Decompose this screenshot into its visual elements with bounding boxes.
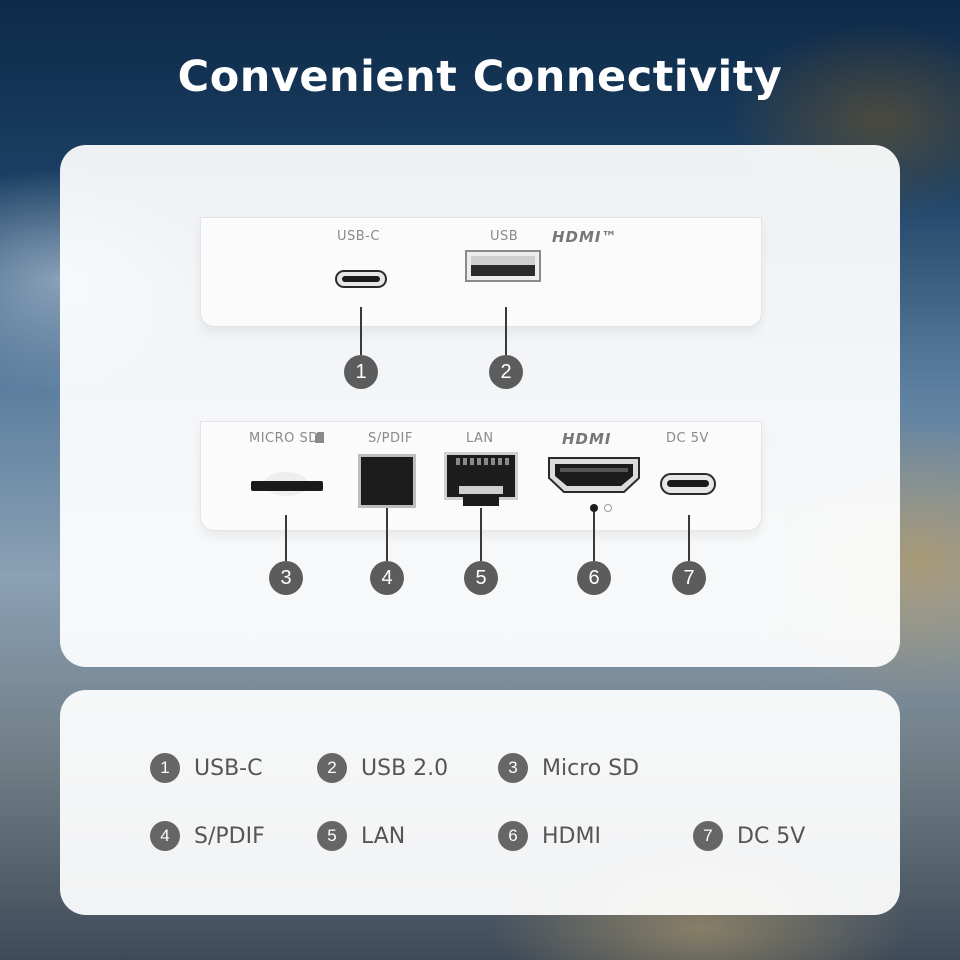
ir-sensor-dot	[604, 504, 612, 512]
usb-a-port-icon	[465, 250, 541, 282]
port-label-lan: LAN	[466, 431, 494, 446]
legend-label: HDMI	[542, 823, 601, 849]
callout-6: 6	[577, 561, 611, 595]
legend-label: LAN	[361, 823, 406, 849]
legend-label: USB 2.0	[361, 755, 449, 781]
legend-item-dc-5v: 7 DC 5V	[693, 821, 805, 851]
leader-line-6	[593, 512, 595, 561]
legend-item-spdif: 4 S/PDIF	[150, 821, 265, 851]
legend-number: 2	[317, 753, 347, 783]
port-label-dc: DC 5V	[666, 431, 709, 446]
leader-line-5	[480, 508, 482, 561]
leader-line-2	[505, 307, 507, 355]
hdmi-logo-bottom: HDMI	[562, 430, 612, 448]
callout-4: 4	[370, 561, 404, 595]
spdif-port-icon	[358, 454, 416, 508]
indicator-led-dot	[590, 504, 598, 512]
hdmi-logo-top: HDMI™	[552, 228, 618, 246]
usb-c-port-icon	[335, 270, 387, 288]
leader-line-3	[285, 515, 287, 561]
page-title: Convenient Connectivity	[177, 52, 783, 102]
legend-item-usb-c: 1 USB-C	[150, 753, 262, 783]
leader-line-4	[386, 508, 388, 561]
sd-card-icon	[315, 432, 324, 443]
port-label-micro-sd: MICRO SD	[249, 431, 319, 446]
legend-item-hdmi: 6 HDMI	[498, 821, 601, 851]
lan-port-icon	[444, 452, 518, 506]
legend-number: 3	[498, 753, 528, 783]
legend-number: 1	[150, 753, 180, 783]
callout-2: 2	[489, 355, 523, 389]
dc-5v-port-icon	[660, 473, 716, 495]
legend-label: DC 5V	[737, 823, 806, 849]
micro-sd-slot-icon	[251, 472, 323, 496]
callout-1: 1	[344, 355, 378, 389]
port-label-usb: USB	[490, 229, 519, 244]
callout-7: 7	[672, 561, 706, 595]
legend-number: 5	[317, 821, 347, 851]
device-side-1	[200, 217, 762, 327]
legend-label: S/PDIF	[194, 823, 265, 849]
hdmi-port-icon	[548, 457, 640, 493]
legend-number: 6	[498, 821, 528, 851]
legend-number: 4	[150, 821, 180, 851]
legend-label: USB-C	[194, 755, 263, 781]
leader-line-7	[688, 515, 690, 561]
callout-3: 3	[269, 561, 303, 595]
legend-number: 7	[693, 821, 723, 851]
port-label-usb-c: USB-C	[337, 229, 380, 244]
legend-item-lan: 5 LAN	[317, 821, 405, 851]
legend-item-micro-sd: 3 Micro SD	[498, 753, 639, 783]
callout-5: 5	[464, 561, 498, 595]
ports-legend-panel	[60, 690, 900, 915]
port-label-spdif: S/PDIF	[368, 431, 413, 446]
leader-line-1	[360, 307, 362, 355]
legend-label: Micro SD	[542, 755, 640, 781]
legend-item-usb-2: 2 USB 2.0	[317, 753, 448, 783]
